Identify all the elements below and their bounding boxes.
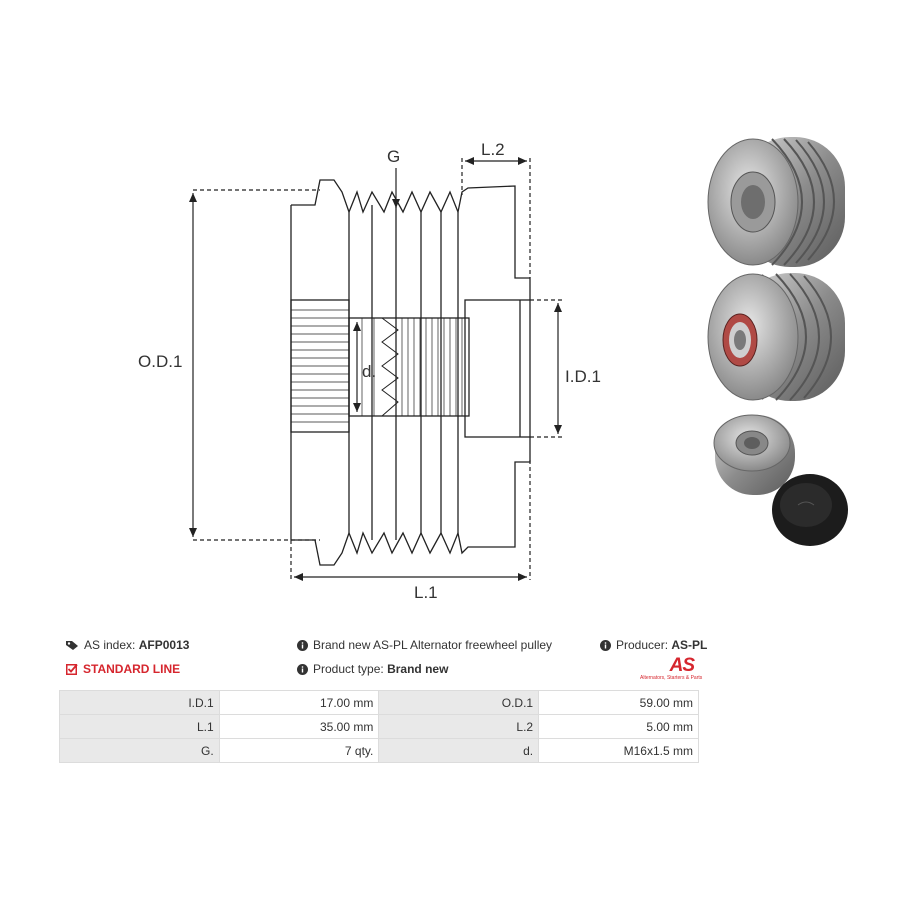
table-row: L.1 35.00 mm L.2 5.00 mm [59, 714, 699, 739]
spec-label: L.1 [59, 714, 220, 739]
pulley-cap [772, 474, 848, 546]
tag-icon [66, 640, 79, 654]
thread-hatch [361, 318, 463, 416]
producer: Producer: AS-PL [600, 638, 707, 654]
description-text: Brand new AS-PL Alternator freewheel pul… [313, 638, 553, 652]
spec-value: 17.00 mm [218, 690, 380, 715]
spec-label: G. [59, 738, 220, 763]
checkbox-icon [66, 663, 78, 678]
as-index-value: AFP0013 [138, 638, 190, 652]
product-type: Product type: Brand new [297, 662, 448, 678]
as-index-label: AS index: [84, 638, 136, 652]
label-g: G [387, 147, 400, 166]
dimension-lines [189, 157, 565, 581]
spec-label: I.D.1 [59, 690, 220, 715]
technical-drawing: G L.2 O.D.1 I.D.1 d. L.1 [138, 140, 601, 602]
pulley-photo-front [707, 137, 845, 267]
spec-value: 5.00 mm [538, 714, 699, 739]
logo-mark: AS [669, 655, 695, 676]
spec-table: I.D.1 17.00 mm O.D.1 59.00 mm L.1 35.00 … [59, 690, 699, 763]
table-row: G. 7 qty. d. M16x1.5 mm [59, 738, 699, 763]
spline-hatch [291, 309, 349, 423]
as-index: AS index: AFP0013 [66, 638, 189, 654]
spec-value: M16x1.5 mm [538, 738, 699, 763]
spec-label: O.D.1 [378, 690, 540, 715]
label-l2: L.2 [481, 140, 505, 159]
hub-right [464, 299, 531, 438]
spec-label: L.2 [378, 714, 540, 739]
pulley-photo-small [713, 414, 795, 495]
label-id1: I.D.1 [565, 367, 601, 386]
pulley-outline [290, 179, 531, 566]
pulley-photo-rear [707, 273, 845, 401]
spec-value: 59.00 mm [538, 690, 699, 715]
info-icon [297, 664, 308, 678]
as-pl-logo: AS Alternators, Starters & Parts [640, 656, 702, 684]
bore [348, 317, 470, 417]
thread [381, 317, 399, 417]
info-icon [600, 640, 611, 654]
standard-line-text: STANDARD LINE [83, 662, 181, 676]
spec-value: 7 qty. [218, 738, 380, 763]
product-type-label: Product type: [313, 662, 384, 676]
spec-value: 35.00 mm [218, 714, 380, 739]
info-icon [297, 640, 308, 654]
description: Brand new AS-PL Alternator freewheel pul… [297, 638, 552, 654]
label-od1: O.D.1 [138, 352, 182, 371]
product-photos [707, 137, 848, 546]
standard-line: STANDARD LINE [66, 662, 180, 678]
label-l1: L.1 [414, 583, 438, 602]
label-d: d. [362, 362, 376, 381]
groove-lines [348, 205, 459, 540]
logo-tagline: Alternators, Starters & Parts [640, 675, 703, 681]
product-type-value: Brand new [387, 662, 449, 676]
producer-label: Producer: [616, 638, 669, 652]
spec-label: d. [378, 738, 540, 763]
table-row: I.D.1 17.00 mm O.D.1 59.00 mm [59, 690, 699, 715]
producer-value: AS-PL [671, 638, 708, 652]
